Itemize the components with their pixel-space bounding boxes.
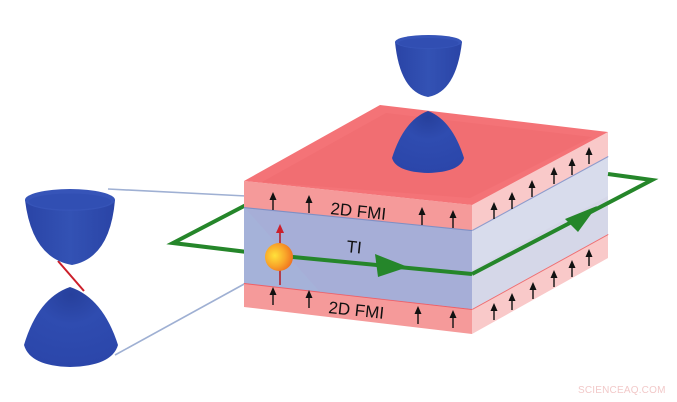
up-arrow-icon xyxy=(528,180,536,197)
valence-band-cone-icon xyxy=(24,287,118,367)
up-arrow-icon xyxy=(418,207,426,225)
edge-current-arrow-right xyxy=(565,206,597,232)
electron-icon xyxy=(265,243,293,271)
conduction-band-cone-icon xyxy=(395,42,462,97)
bottom-fmi-right-face xyxy=(472,234,608,334)
up-arrow-icon xyxy=(305,195,313,213)
top-fmi-right-face xyxy=(472,132,608,230)
up-arrow-icon xyxy=(585,147,593,164)
electron-with-spin xyxy=(265,224,293,285)
up-arrow-icon xyxy=(490,303,498,320)
up-arrow-icon xyxy=(490,202,498,219)
up-arrow-icon xyxy=(568,260,576,277)
dirac-line xyxy=(57,260,85,292)
watermark: SCIENCEAQ.COM xyxy=(578,385,666,396)
edge-current-front xyxy=(271,253,473,277)
up-arrow-icon xyxy=(449,210,457,228)
magnetization-arrows xyxy=(269,147,593,328)
edge-current-arrow-front xyxy=(375,254,408,277)
bottom-fmi-front-face xyxy=(244,283,472,334)
top-fmi-front-face xyxy=(244,181,472,230)
up-arrow-icon xyxy=(414,306,422,324)
conduction-band-cone-icon xyxy=(25,200,115,265)
interface-band-structure xyxy=(24,189,118,367)
up-arrow-icon xyxy=(529,282,537,299)
spin-up-arrow-icon xyxy=(276,224,284,233)
guide-lines xyxy=(107,188,247,356)
up-arrow-icon xyxy=(449,310,457,328)
edge-current-left xyxy=(166,203,273,257)
up-arrow-icon xyxy=(269,287,277,305)
valence-band-cone-icon xyxy=(392,111,464,173)
edge-current-right xyxy=(471,172,659,276)
up-arrow-icon xyxy=(568,158,576,175)
surface-band-structure xyxy=(392,35,464,173)
up-arrow-icon xyxy=(550,270,558,287)
up-arrow-icon xyxy=(550,167,558,184)
up-arrow-icon xyxy=(508,293,516,310)
ti-label: TI xyxy=(346,237,363,257)
up-arrow-icon xyxy=(305,290,313,308)
up-arrow-icon xyxy=(508,192,516,209)
up-arrow-icon xyxy=(585,249,593,266)
up-arrow-icon xyxy=(269,192,277,210)
